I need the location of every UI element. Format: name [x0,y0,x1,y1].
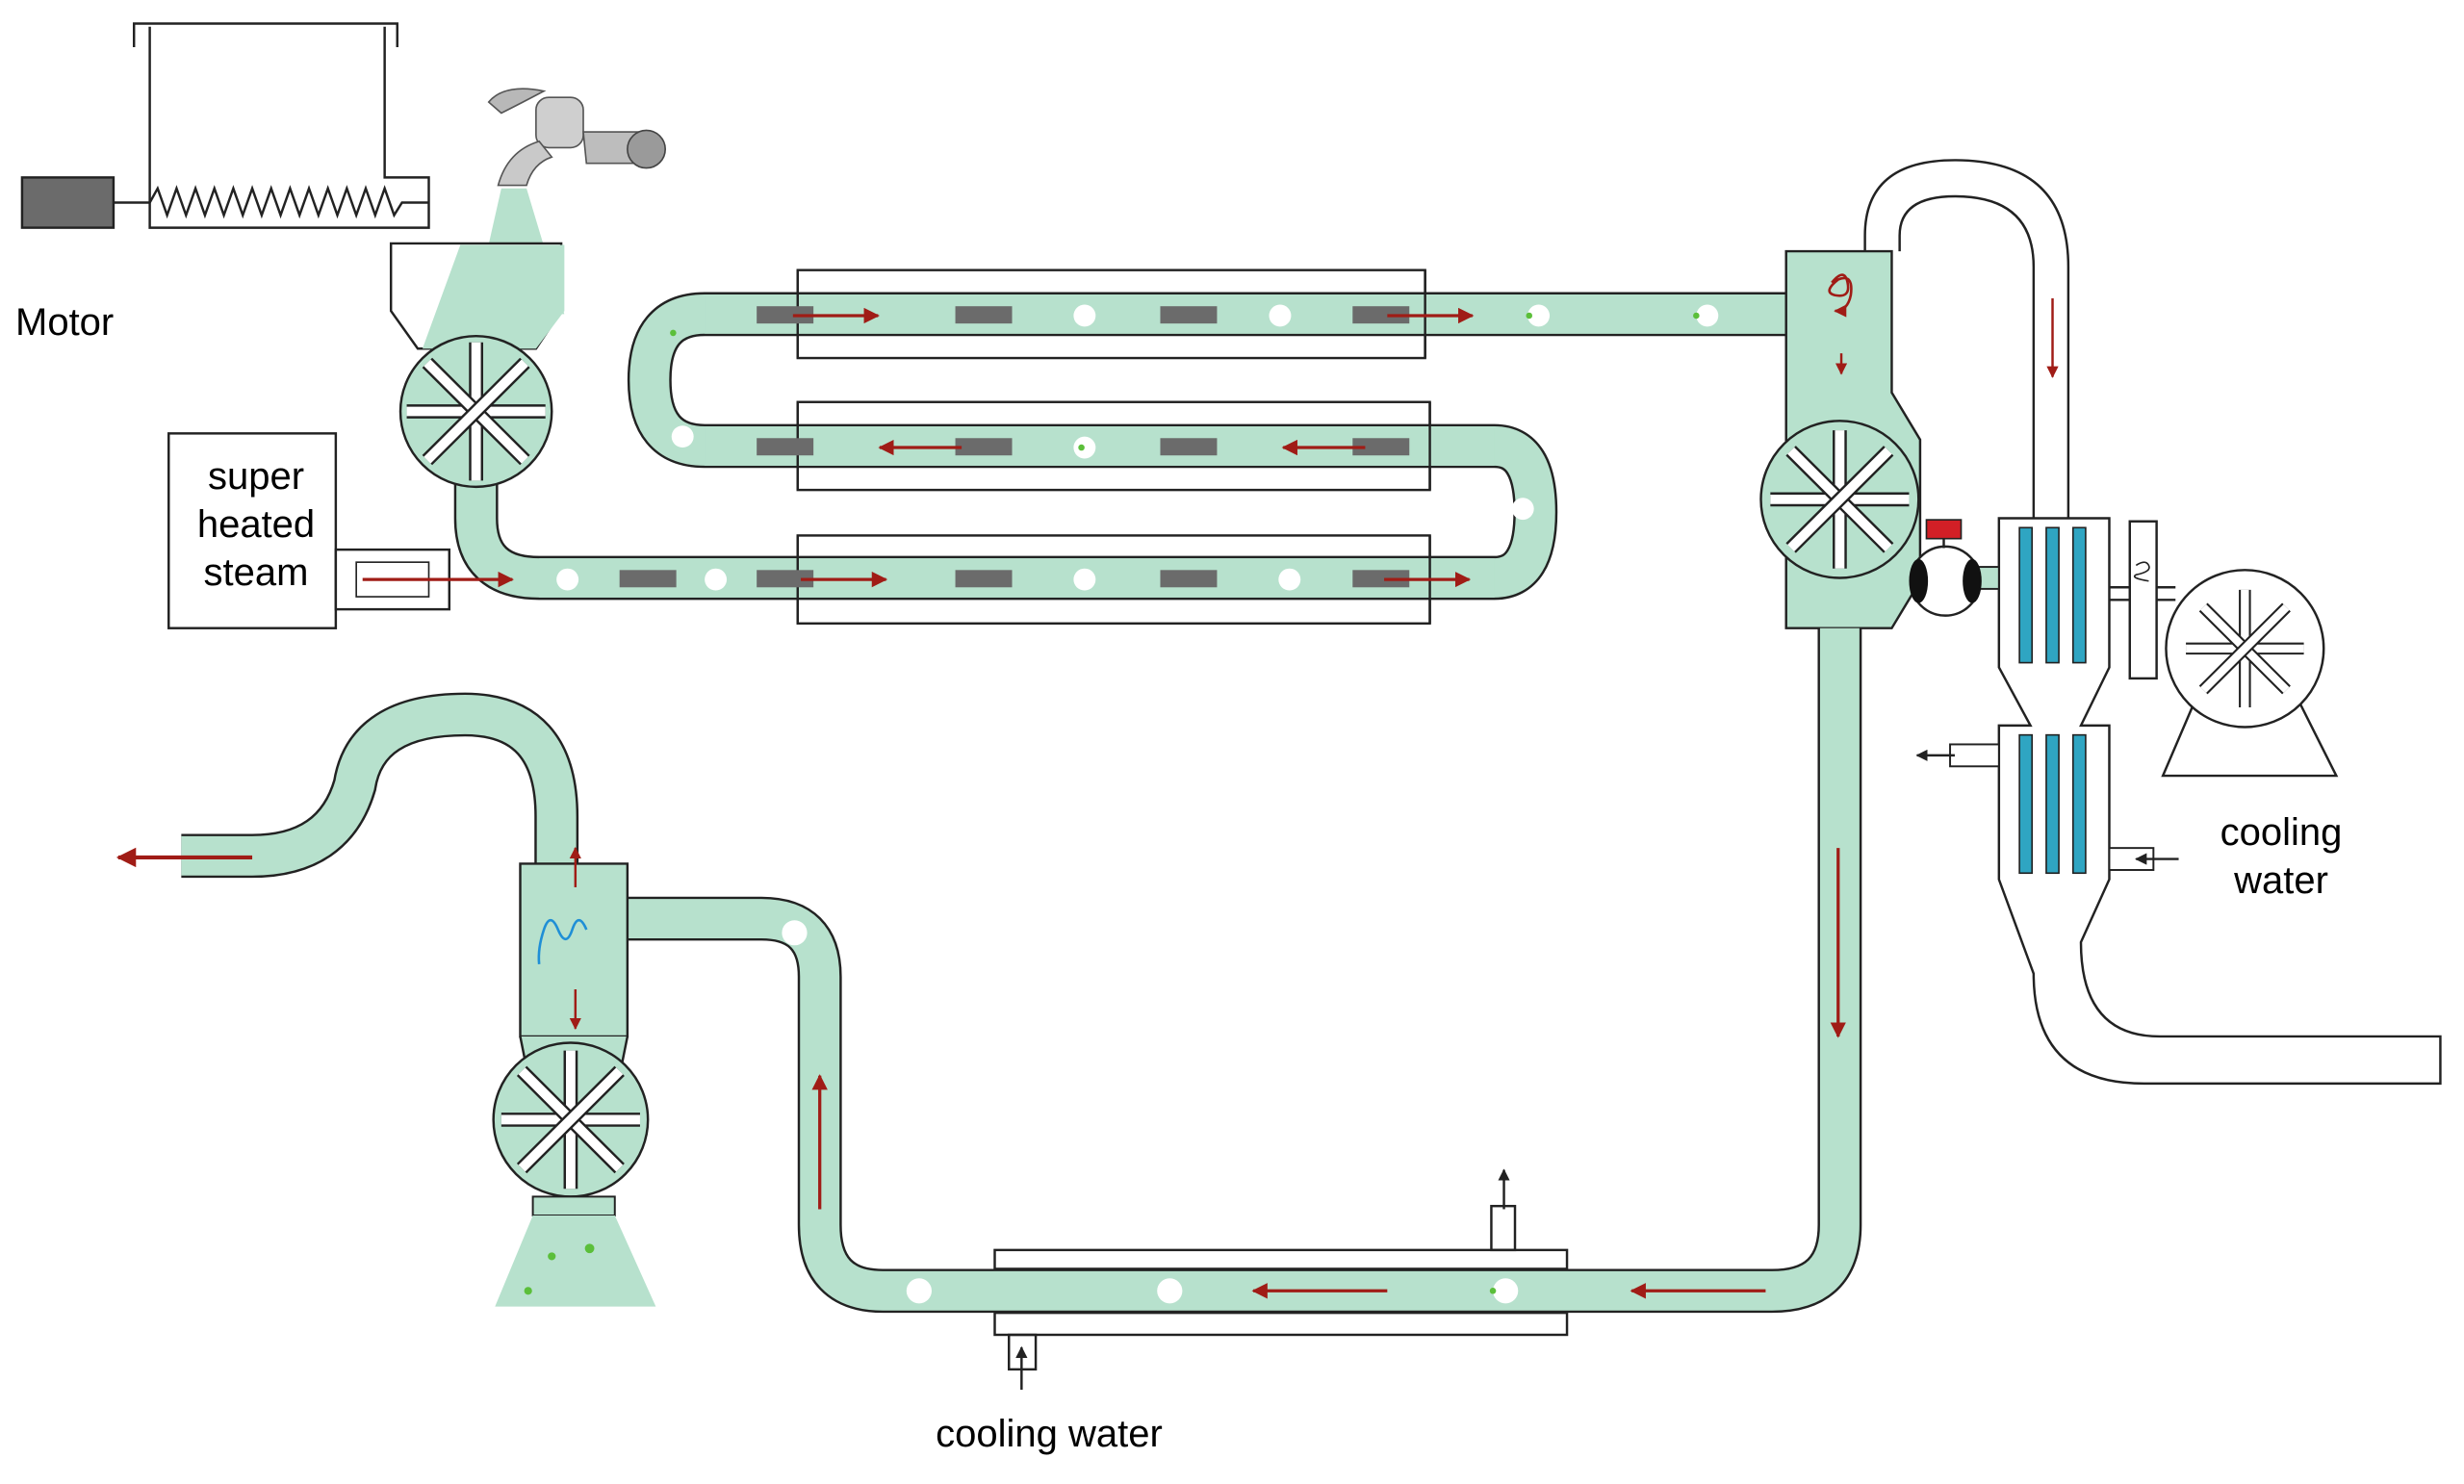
process-pipe-loop [453,292,1798,601]
heater-blocks [619,306,1410,588]
feed-hopper [389,242,565,350]
exhaust-fan [2109,520,2339,778]
feed-screw [148,185,429,219]
motor-label: Motor [15,301,115,344]
steam-label-2: heated [196,503,316,546]
rotary-valve-icon [398,334,553,489]
steam-generator [167,432,514,629]
condenser-icon [1915,517,2442,1086]
particles [556,304,1853,782]
butterfly-valve-icon [1909,519,2000,617]
motor-icon [20,176,116,229]
fan-icon [1759,420,1920,579]
cooling-water-right-label-2: water [2234,859,2328,902]
steam-label-1: super [207,455,305,498]
steam-label-3: steam [203,551,309,594]
return-pipe [627,627,1862,1314]
flow-arrow-icon [792,307,1475,588]
bottom-cooler [993,1168,1569,1391]
cooling-water-bottom-label: cooling water [936,1413,1163,1455]
feed-bin [113,22,430,229]
product-cyclone [116,692,656,1307]
cooling-water-right-label-1: cooling [2220,811,2343,854]
